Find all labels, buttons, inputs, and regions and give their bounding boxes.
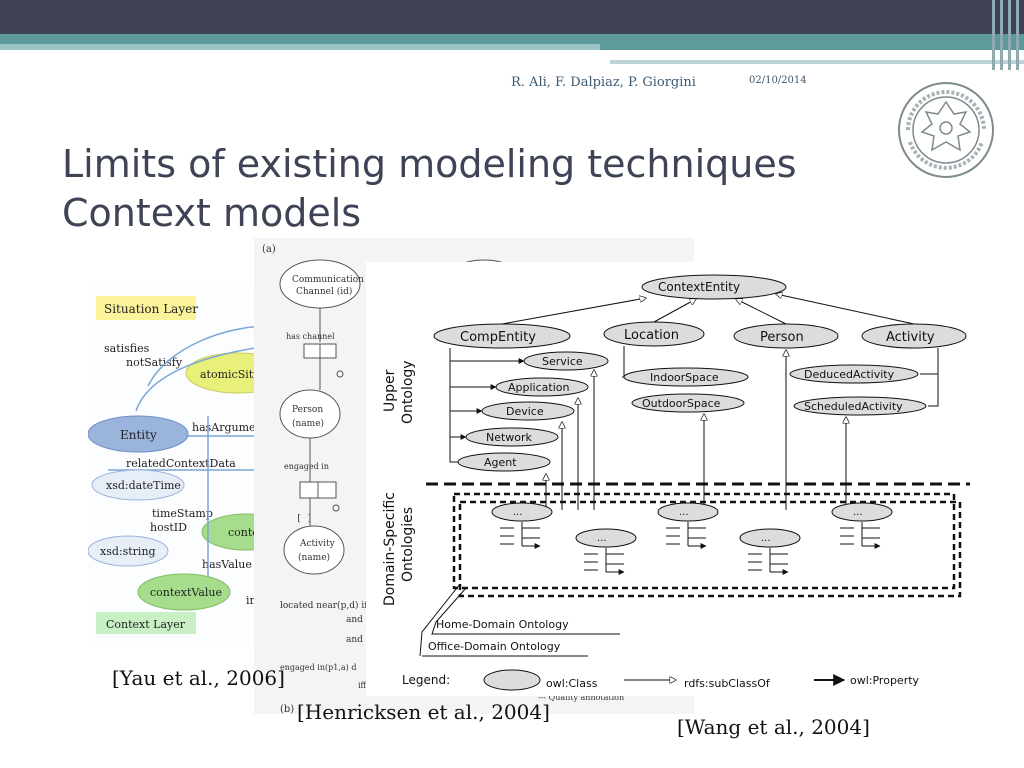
related-context-label: relatedContextData [126, 457, 236, 470]
comm-channel-node-line2: Channel (id) [296, 286, 352, 297]
domain-class-3: ... [679, 507, 689, 518]
legend-subclass: rdfs:subClassOf [684, 677, 771, 690]
entity-node: Entity [120, 428, 157, 442]
slide-date: 02/10/2014 [749, 75, 807, 86]
legend-owl-class: owl:Class [546, 677, 598, 690]
activity-node: Activity [886, 330, 935, 345]
teal-banner-light [0, 44, 600, 50]
upper-ontology-label-line1: Upper [382, 369, 398, 412]
has-argument-label: hasArgume [192, 421, 256, 434]
legend-label: Legend: [402, 673, 450, 687]
comp-entity-node: CompEntity [460, 330, 536, 345]
rule-iff: iff [358, 681, 368, 690]
legend-owl-property: owl:Property [850, 674, 920, 687]
context-entity-node: ContextEntity [658, 280, 740, 294]
xsd-datetime-node: xsd:dateTime [106, 479, 181, 492]
domain-specific-label-line2: Ontologies [400, 507, 416, 582]
citation-yau: [Yau et al., 2006] [112, 666, 285, 690]
agent-node: Agent [484, 456, 517, 469]
activity-node-line1: Activity [299, 539, 336, 549]
slide-authors: R. Ali, F. Dalpiaz, P. Giorgini [511, 75, 696, 90]
has-channel-label: has channel [286, 332, 335, 341]
panel-b-label: (b) [280, 704, 294, 714]
context-value-node: contextValue [150, 586, 222, 599]
domain-specific-label-line1: Domain-Specific [382, 492, 398, 606]
network-node: Network [486, 431, 533, 444]
location-node: Location [624, 328, 679, 343]
atomic-situation-node: atomicSitu [200, 368, 260, 381]
in-label: in [246, 594, 257, 607]
person-node-line1: Person [292, 405, 323, 415]
engaged-in-label: engaged in [284, 462, 329, 471]
satisfies-label: satisfies [104, 342, 150, 355]
engaged-in-rule: engaged in(p1,a) d [280, 663, 356, 672]
top-banner [0, 0, 1024, 34]
scheduled-activity-node: ScheduledActivity [804, 400, 903, 413]
service-node: Service [542, 355, 583, 368]
indoor-space-node: IndoorSpace [650, 371, 719, 384]
context-layer-label: Context Layer [106, 618, 186, 631]
domain-class-4: ... [761, 533, 771, 544]
citation-wang: [Wang et al., 2004] [677, 715, 870, 739]
comm-channel-node-line1: Communication [292, 275, 364, 285]
upper-ontology-label-line2: Ontology [400, 360, 416, 424]
domain-class-5: ... [853, 507, 863, 518]
quality-annotation-label: --- Quality annotation [538, 693, 624, 702]
office-domain-ontology-label: Office-Domain Ontology [428, 640, 561, 653]
xsd-string-node: xsd:string [100, 545, 156, 558]
deduced-activity-node: DeducedActivity [804, 368, 895, 381]
panel-a-label: (a) [262, 244, 276, 255]
home-domain-ontology-label: Home-Domain Ontology [436, 618, 569, 631]
application-node: Application [508, 381, 569, 394]
slide-title: Limits of existing modeling techniques C… [62, 140, 797, 238]
slide-title-line1: Limits of existing modeling techniques [62, 142, 797, 186]
rule-and-1: and l [346, 615, 369, 625]
not-satisfy-label: notSatisfy [126, 356, 183, 369]
rule-and-2: and l [346, 635, 369, 645]
located-near-rule: located near(p,d) if [280, 600, 368, 611]
situation-layer-label: Situation Layer [104, 302, 198, 316]
corner-stripes [990, 0, 1024, 70]
hostid-label: hostID [150, 521, 187, 534]
wang-ontology-figure: ContextEntity CompEntity Location Person… [366, 262, 990, 696]
has-value-label: hasValue [202, 558, 252, 571]
outdoor-space-node: OutdoorSpace [642, 397, 721, 410]
domain-class-1: ... [513, 507, 523, 518]
timestamp-label: timeStamp [152, 507, 213, 520]
brackets-label: [ ] [296, 514, 312, 524]
domain-class-2: ... [597, 533, 607, 544]
slide-title-line2: Context models [62, 191, 362, 235]
person-node-line2: (name) [292, 418, 324, 429]
activity-node-line2: (name) [298, 552, 330, 563]
citation-henricksen: [Henricksen et al., 2004] [297, 700, 550, 724]
yau-context-model-figure: Situation Layer satisfies notSatisfy ato… [88, 286, 268, 646]
person-node: Person [760, 330, 804, 345]
device-node: Device [506, 405, 544, 418]
teal-rule [610, 60, 1024, 64]
conte-node: conte [228, 526, 259, 539]
university-seal-logo [898, 82, 994, 178]
